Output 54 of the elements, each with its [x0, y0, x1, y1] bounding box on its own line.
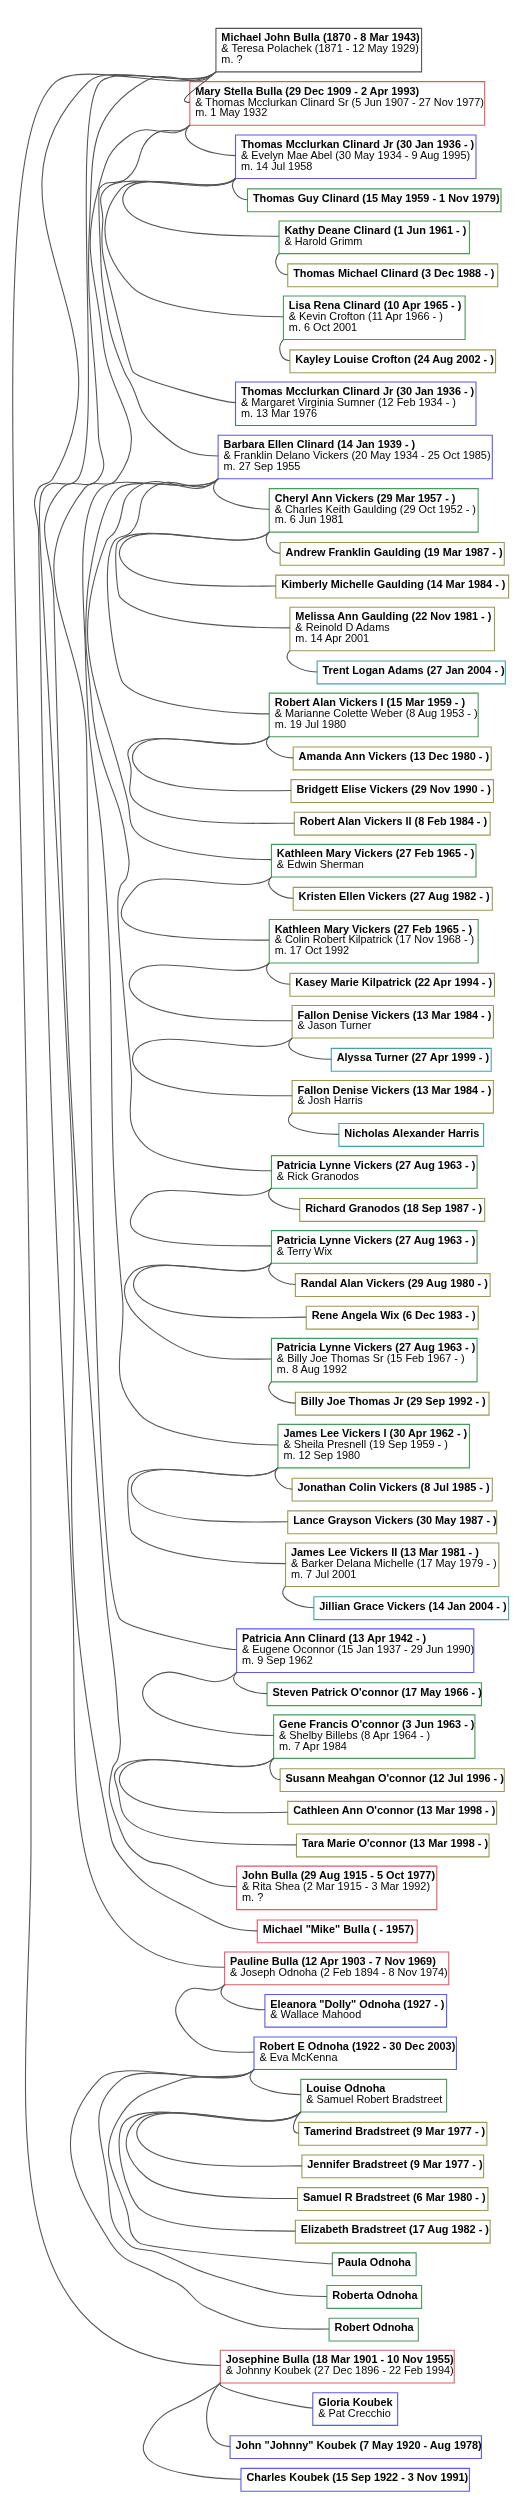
- connector: [142, 2382, 242, 2480]
- connector: [175, 1984, 255, 2053]
- connector: [220, 1984, 266, 2011]
- connector: [115, 531, 291, 629]
- connector: [104, 177, 284, 318]
- connector: [213, 478, 270, 510]
- connector: [120, 876, 272, 941]
- connector: [266, 736, 294, 759]
- connector: [133, 1262, 307, 1319]
- connector: [129, 1187, 272, 1247]
- connector: [266, 962, 291, 985]
- connector: [282, 1585, 315, 1609]
- connector: [100, 177, 237, 404]
- connector: [268, 876, 294, 899]
- connector: [53, 124, 238, 1651]
- connector: [127, 1467, 287, 1565]
- connector: [113, 1757, 297, 1846]
- connector: [268, 1381, 296, 1404]
- connector: [125, 2111, 302, 2200]
- connector: [184, 124, 237, 157]
- connector: [118, 2111, 302, 2232]
- connector: [127, 736, 295, 824]
- connector: [69, 2069, 330, 2330]
- connector: [268, 1262, 296, 1286]
- connector: [233, 1671, 268, 1695]
- connector: [232, 177, 249, 201]
- connector: [85, 478, 272, 1172]
- connector: [131, 736, 292, 792]
- connector: [130, 1467, 289, 1523]
- connector: [12, 71, 221, 2367]
- connector: [122, 177, 280, 237]
- connector: [279, 339, 291, 362]
- connector: [107, 2069, 333, 2265]
- connector: [136, 2111, 303, 2167]
- connector: [131, 1037, 293, 1097]
- connector: [141, 1671, 275, 1737]
- connector: [82, 478, 279, 1446]
- connector: [286, 650, 318, 673]
- connector: [206, 2382, 231, 2448]
- connector: [269, 1757, 281, 1781]
- connector: [128, 962, 293, 1022]
- connector: [107, 478, 270, 715]
- connector: [123, 1262, 272, 1360]
- connector: [219, 2382, 314, 2409]
- connector: [98, 2069, 328, 2297]
- connector: [274, 1467, 293, 1490]
- connector: [265, 531, 281, 554]
- connector: [275, 253, 289, 276]
- connector: [86, 478, 272, 861]
- connector: [118, 531, 277, 587]
- connector: [118, 1757, 289, 1814]
- connector: [287, 1112, 340, 1135]
- connector: [288, 1037, 332, 1060]
- connector: [249, 2069, 302, 2096]
